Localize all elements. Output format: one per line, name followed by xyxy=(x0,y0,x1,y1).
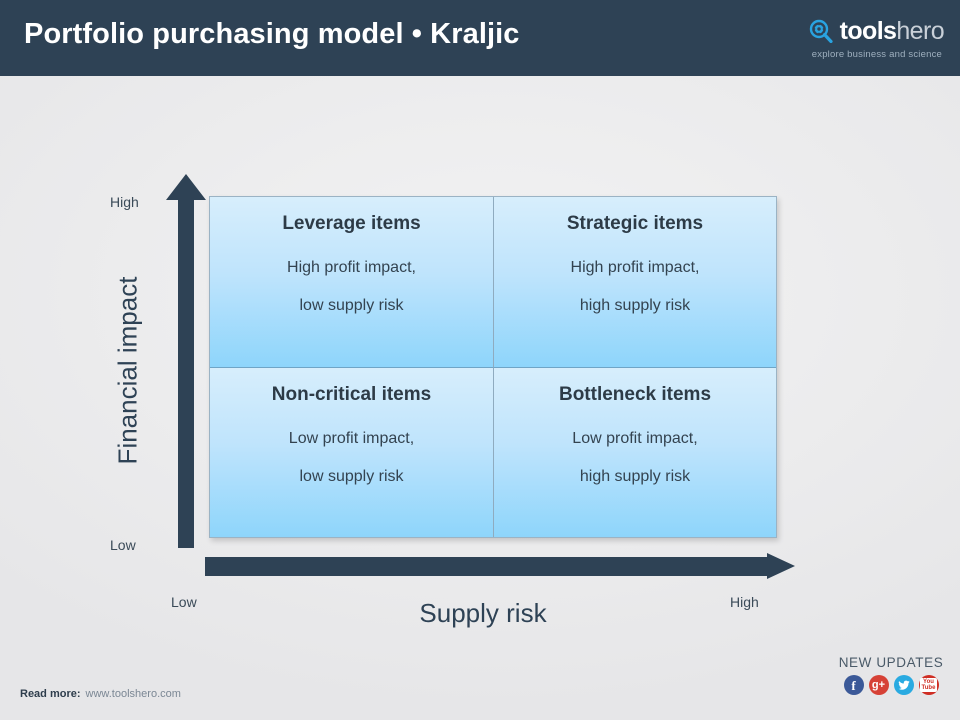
quadrant-bottleneck[interactable]: Bottleneck items Low profit impact, high… xyxy=(493,367,776,537)
x-axis-label: Supply risk xyxy=(419,598,547,628)
y-axis-arrow xyxy=(166,174,206,548)
logo-tagline: explore business and science xyxy=(811,49,942,60)
quadrant-strategic[interactable]: Strategic items High profit impact, high… xyxy=(493,197,776,367)
logo-text-bold: tools xyxy=(839,16,897,45)
quadrant-non-critical[interactable]: Non-critical items Low profit impact, lo… xyxy=(210,367,493,537)
logo-text-light: hero xyxy=(896,16,944,45)
quadrant-line-1: Low profit impact, xyxy=(288,430,415,447)
magnifier-gear-icon xyxy=(809,19,833,44)
facebook-icon[interactable]: f xyxy=(843,675,864,695)
new-updates-title: NEW UPDATES xyxy=(838,655,944,670)
quadrant-title: Non-critical items xyxy=(271,384,432,405)
quadrant-line-1: High profit impact, xyxy=(287,259,416,276)
x-axis-arrow xyxy=(205,553,795,579)
toolshero-logo: toolshero explore business and science xyxy=(764,16,945,64)
quadrant-title: Bottleneck items xyxy=(558,384,712,405)
read-more-link[interactable]: www.toolshero.com xyxy=(85,688,181,700)
y-axis-shaft xyxy=(178,198,194,548)
header-bar: Portfolio purchasing model • Kraljic xyxy=(0,0,960,76)
googleplus-icon[interactable]: g+ xyxy=(868,675,889,695)
y-axis-label: Financial impact xyxy=(112,276,143,465)
x-axis-shaft xyxy=(205,557,767,576)
x-axis-tick-high: High xyxy=(730,594,759,610)
quadrant-line-1: Low profit impact, xyxy=(572,430,698,447)
y-axis-tick-low: Low xyxy=(110,537,136,553)
quadrant-line-2: high supply risk xyxy=(579,468,691,485)
quadrant-title: Strategic items xyxy=(566,213,704,234)
logo-wordmark-row: toolshero xyxy=(764,16,945,46)
quadrant-line-2: low supply risk xyxy=(299,297,404,314)
quadrant-line-2: high supply risk xyxy=(579,297,691,314)
quadrant-leverage[interactable]: Leverage items High profit impact, low s… xyxy=(210,197,493,367)
quadrant-line-2: low supply risk xyxy=(299,468,404,485)
y-axis-tick-high: High xyxy=(110,194,139,210)
x-axis-arrowhead-icon xyxy=(767,553,795,579)
x-axis-tick-low: Low xyxy=(171,594,197,610)
logo-text: toolshero xyxy=(839,16,945,45)
kraljic-matrix: Leverage items High profit impact, low s… xyxy=(209,196,777,538)
page-title: Portfolio purchasing model • Kraljic xyxy=(24,18,520,50)
twitter-icon[interactable] xyxy=(893,675,914,695)
y-axis-arrowhead-icon xyxy=(166,174,206,200)
quadrant-line-1: High profit impact, xyxy=(570,259,700,276)
read-more: Read more: www.toolshero.com xyxy=(20,688,181,700)
read-more-label: Read more: xyxy=(20,688,81,700)
quadrant-title: Leverage items xyxy=(282,213,421,234)
